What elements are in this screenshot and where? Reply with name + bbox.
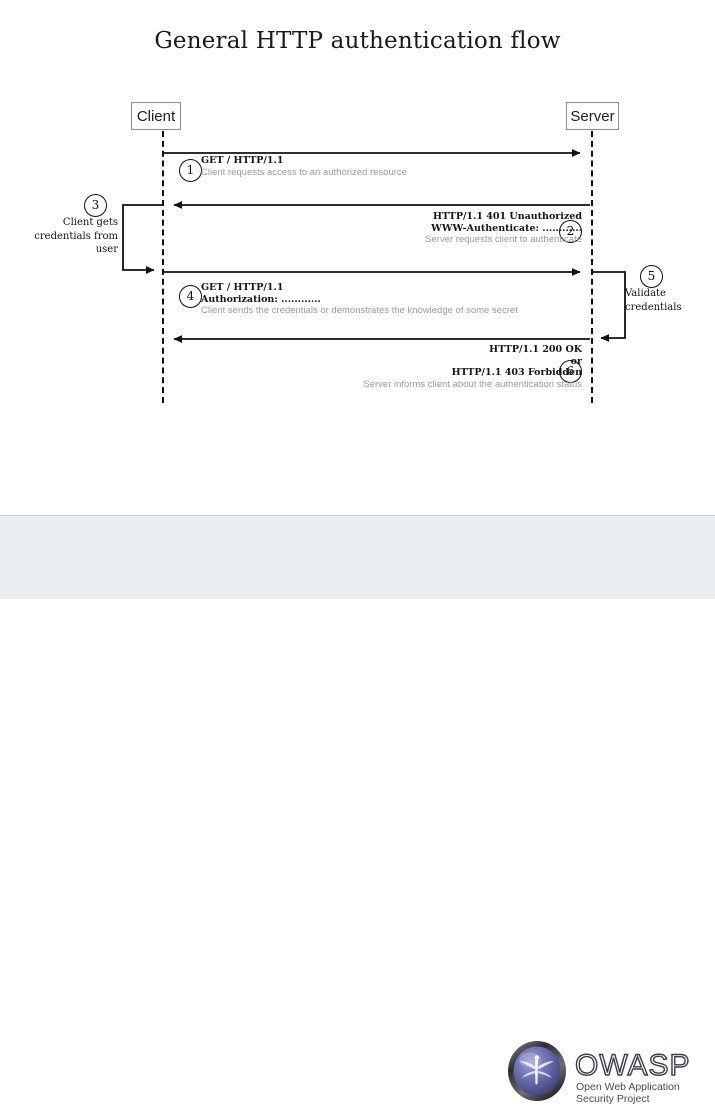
step-badge-1: 1 bbox=[179, 159, 202, 182]
self-action-label-3-line1: Client gets bbox=[62, 217, 118, 228]
step-badge-6: 6 bbox=[559, 360, 582, 383]
owasp-wordmark: OWASP bbox=[575, 1049, 691, 1082]
lifeline-client bbox=[162, 131, 164, 403]
message-description-1: Client requests access to an authorized … bbox=[201, 166, 407, 178]
message-label-1: GET / HTTP/1.1 Client requests access to… bbox=[201, 155, 407, 179]
message-header-2-line2: WWW-Authenticate: ............ bbox=[431, 222, 582, 234]
owasp-logo: OWASP Open Web Application Security Proj… bbox=[508, 1041, 691, 1105]
message-header-4-line1: GET / HTTP/1.1 bbox=[201, 282, 284, 293]
owasp-tagline-line2: Security Project bbox=[576, 1093, 650, 1105]
lifeline-server bbox=[591, 131, 593, 403]
owasp-tagline-line1: Open Web Application bbox=[576, 1081, 680, 1093]
message-description-6: Server informs client about the authenti… bbox=[363, 378, 582, 390]
self-action-label-3-line2: credentials from bbox=[34, 230, 118, 242]
message-header-6-line2: or bbox=[570, 355, 582, 367]
message-description-4: Client sends the credentials or demonstr… bbox=[201, 305, 518, 316]
message-label-6: HTTP/1.1 200 OK or HTTP/1.1 403 Forbidde… bbox=[363, 344, 582, 391]
message-label-4: GET / HTTP/1.1 Authorization: ..........… bbox=[201, 282, 518, 317]
actor-box-client: Client bbox=[131, 102, 181, 130]
footer-bar: OWASP Open Web Application Security Proj… bbox=[0, 515, 715, 1105]
message-header-4-line2: Authorization: ............ bbox=[201, 293, 321, 305]
step-badge-3: 3 bbox=[84, 194, 107, 217]
message-header-1-line1: GET / HTTP/1.1 bbox=[201, 155, 284, 166]
message-label-2: HTTP/1.1 401 Unauthorized WWW-Authentica… bbox=[425, 211, 582, 246]
step-badge-2: 2 bbox=[559, 220, 582, 243]
self-action-label-5: Validate credentials bbox=[625, 287, 709, 314]
message-description-2: Server requests client to authenticate bbox=[425, 234, 582, 245]
page-title: General HTTP authentication flow bbox=[154, 28, 561, 54]
self-action-label-5-line1: Validate bbox=[625, 288, 666, 299]
message-header-2-line1: HTTP/1.1 401 Unauthorized bbox=[433, 211, 582, 222]
self-action-label-3: Client gets credentials from user bbox=[18, 216, 118, 257]
slide-canvas: General HTTP authentication flow Client … bbox=[0, 28, 715, 1105]
message-arrows bbox=[122, 149, 626, 343]
step-badge-5: 5 bbox=[640, 265, 663, 288]
actor-box-server: Server bbox=[566, 102, 619, 130]
message-header-6-line3: HTTP/1.1 403 Forbidden bbox=[451, 367, 582, 378]
self-action-label-3-line3: user bbox=[95, 244, 118, 255]
step-badge-4: 4 bbox=[179, 285, 202, 308]
self-action-label-5-line2: credentials bbox=[625, 301, 682, 313]
message-header-6-line1: HTTP/1.1 200 OK bbox=[489, 344, 582, 355]
